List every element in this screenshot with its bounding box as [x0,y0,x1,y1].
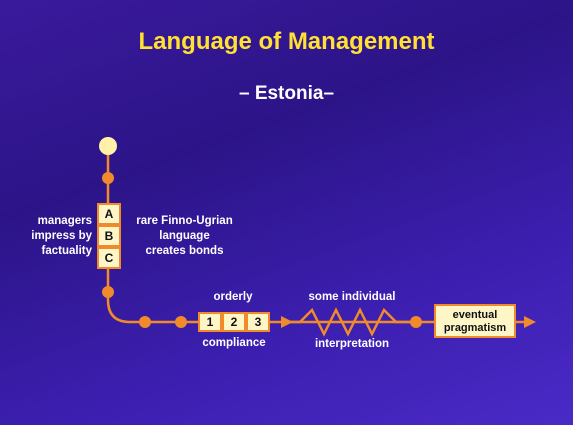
path-dot [139,316,151,328]
individual-label: some individual [308,291,396,303]
left-note-line: managers [37,215,92,227]
left-note-line: factuality [41,245,93,257]
zigzag-line [282,307,412,337]
left-note-line: impress by [31,230,92,242]
stack-box-b: B [97,225,121,247]
orderly-label: orderly [213,291,253,303]
end-box-line: pragmatism [443,322,507,334]
path-line [106,146,530,324]
end-box: eventual pragmatism [434,304,516,338]
path-dot [410,316,422,328]
right-note-line: language [159,230,210,242]
right-note: rare Finno-Ugrian language creates bonds [127,214,242,259]
arrow-head-steps [281,316,293,328]
slide-title: Language of Management [138,28,435,55]
arrow-head-end [524,316,536,328]
interpretation-label: interpretation [314,338,390,350]
path-dot [102,172,114,184]
right-note-line: rare Finno-Ugrian [136,215,233,227]
path-dot [102,286,114,298]
start-node [99,137,117,155]
right-note-line: creates bonds [145,245,224,257]
compliance-label: compliance [202,337,266,349]
stack-box-c: C [97,247,121,269]
stack-box-a: A [97,203,121,225]
step-box-1: 1 [198,312,222,332]
step-box-2: 2 [222,312,246,332]
end-box-line: eventual [452,309,498,321]
path-dot [175,316,187,328]
step-box-3: 3 [246,312,270,332]
slide-subtitle: – Estonia– [238,83,335,104]
left-note: managers impress by factuality [24,214,92,259]
